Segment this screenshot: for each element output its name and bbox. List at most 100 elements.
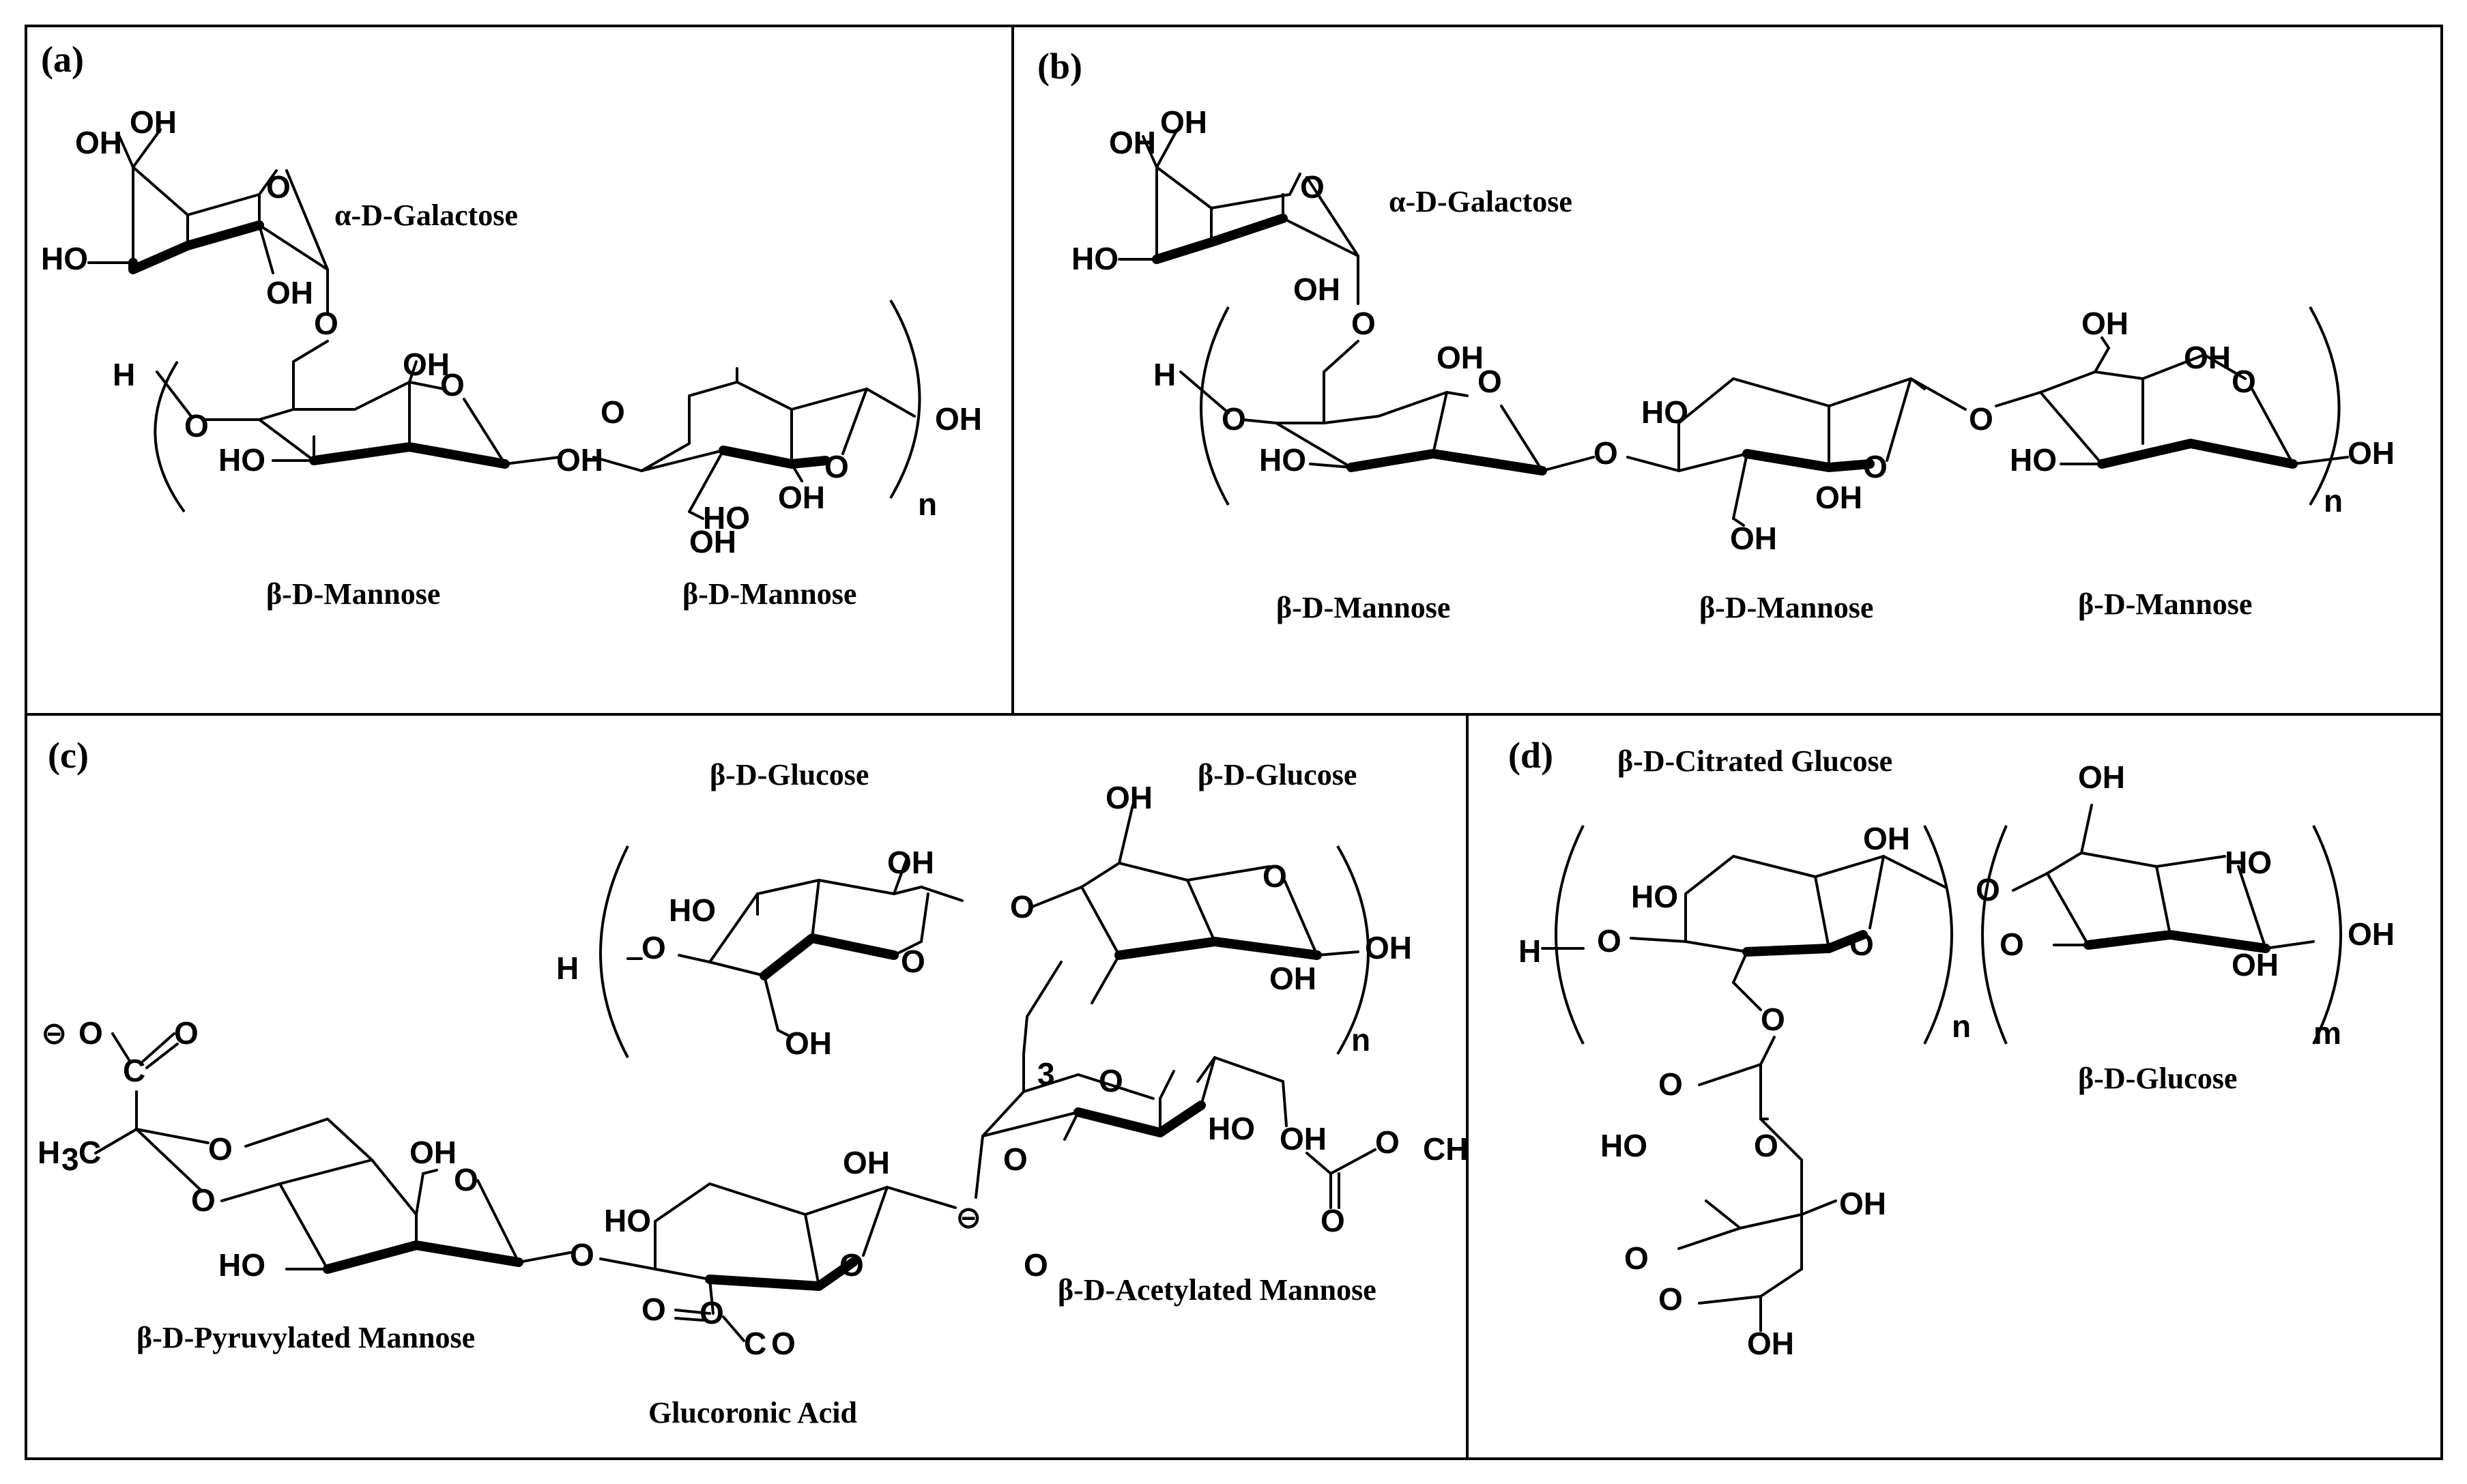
atom-label: O (1849, 927, 1874, 962)
atom-label: H (113, 357, 135, 392)
atom-label: 3 (61, 1141, 79, 1177)
wedge-bond (2097, 439, 2298, 469)
wedge-bond (1346, 449, 1547, 476)
bond-line (1541, 456, 1595, 472)
bond-line (1305, 176, 1359, 257)
atom-label: O (1024, 1247, 1048, 1283)
bond-line (1282, 875, 1318, 957)
bond-line (1732, 981, 1762, 1011)
atom-label: C (744, 1326, 766, 1361)
bond-line (708, 961, 766, 977)
bond-line (865, 388, 916, 418)
bond-line (674, 1309, 711, 1315)
atom-label: O (314, 306, 338, 341)
bond-line (1800, 1199, 1837, 1216)
atom-label: OH (887, 845, 934, 880)
bond-line (94, 1128, 138, 1154)
unit-d-citrated-glucose: β-D-Citrated Glucose (1617, 744, 1892, 778)
atom-label: O (1658, 1066, 1683, 1102)
repeat-bracket (2309, 306, 2341, 506)
bond-line (1814, 875, 1830, 950)
bond-line (1684, 940, 1748, 953)
atom-label: HO (703, 500, 750, 536)
bond-line (278, 1159, 373, 1185)
atom-label: O (570, 1237, 594, 1272)
bond-line (517, 1251, 575, 1264)
atom-label: OH (2081, 306, 2129, 341)
bond-line (1091, 954, 1121, 1004)
bond-line (504, 456, 561, 465)
atom-label: H (1153, 357, 1176, 392)
atom-label: OH (1280, 1121, 1327, 1156)
bond-line (1432, 391, 1448, 455)
bond-line (258, 381, 445, 421)
unit-b-alpha-d-galactose: α-D-Galactose (1389, 185, 1572, 218)
atom-label: OH (785, 1025, 832, 1061)
atom-label: OH (2232, 947, 2279, 983)
atom-label: OH (556, 442, 603, 478)
bond-line (1159, 1070, 1175, 1100)
bond-line (640, 381, 868, 472)
atom-label: OH (1109, 125, 1156, 160)
figure-border (25, 25, 2443, 1460)
bond-line (841, 388, 868, 455)
atom-label: HO (1071, 241, 1119, 276)
wedge-bond (128, 220, 264, 274)
atom-label: OH (2184, 340, 2231, 375)
atom-label: O (1969, 401, 1993, 437)
bond-line (1241, 418, 1278, 424)
unit-c-glucoronic-acid: Glucoronic Acid (648, 1396, 857, 1429)
bond-line (804, 1213, 820, 1287)
atom-label: n (1952, 1008, 1971, 1044)
bond-line (220, 1182, 281, 1202)
bond-line (1995, 391, 2042, 407)
atom-label: O (266, 169, 291, 205)
bond-line (1022, 1073, 1155, 1100)
atom-label: O (1321, 1203, 1345, 1238)
bond-line (132, 166, 278, 216)
bond-line (1309, 463, 1353, 469)
bond-line (893, 855, 909, 895)
repeat-bracket (1923, 825, 1953, 1045)
bond-line (975, 1135, 984, 1199)
bond-line (1026, 961, 1063, 1018)
bond-line (1684, 855, 1885, 943)
bond-line (1739, 1213, 1803, 1230)
atom-label: HO (1208, 1111, 1255, 1146)
bond-line (2094, 347, 2110, 373)
bond-line (1882, 855, 1946, 888)
bond-line (1869, 855, 1885, 929)
atom-label: OH (935, 401, 982, 437)
bond-line (893, 940, 923, 957)
bond-line (258, 224, 329, 271)
bond-line (1080, 886, 1121, 957)
atom-label: O (771, 1326, 796, 1361)
bond-line (1305, 1152, 1332, 1175)
bond-line (244, 1118, 373, 1161)
atom-label: O (454, 1162, 478, 1197)
atom-label: O (191, 1182, 216, 1218)
panel-c-label: (c) (48, 735, 89, 776)
bond-line (1677, 1227, 1742, 1250)
bond-line (1630, 937, 1687, 943)
atom-label: n (1351, 1022, 1370, 1058)
unit-alpha-d-galactose: α-D-Galactose (334, 199, 518, 232)
atom-label: O (824, 449, 849, 484)
bond-line (1186, 879, 1216, 943)
atom-label: OH (1106, 780, 1153, 815)
unit-b-beta-d-mannose-1: β-D-Mannose (1276, 591, 1450, 624)
atom-label: O (1761, 1002, 1785, 1037)
bond-line (2155, 865, 2172, 936)
atom-label: O (1624, 1240, 1649, 1276)
bond-line (1626, 456, 1680, 472)
wedge-bond (1073, 1101, 1206, 1137)
atom-label: OH (130, 104, 177, 140)
bond-line (862, 1186, 889, 1257)
atom-label: O (839, 1247, 864, 1283)
wedge-bond (1742, 449, 1875, 472)
bond-line (654, 1268, 711, 1281)
bond-line (1196, 1056, 1216, 1083)
panel-d: (d) β-D-Citrated Glucose β-D-Glucose H O… (1508, 735, 2395, 1361)
bond-line (920, 886, 964, 902)
